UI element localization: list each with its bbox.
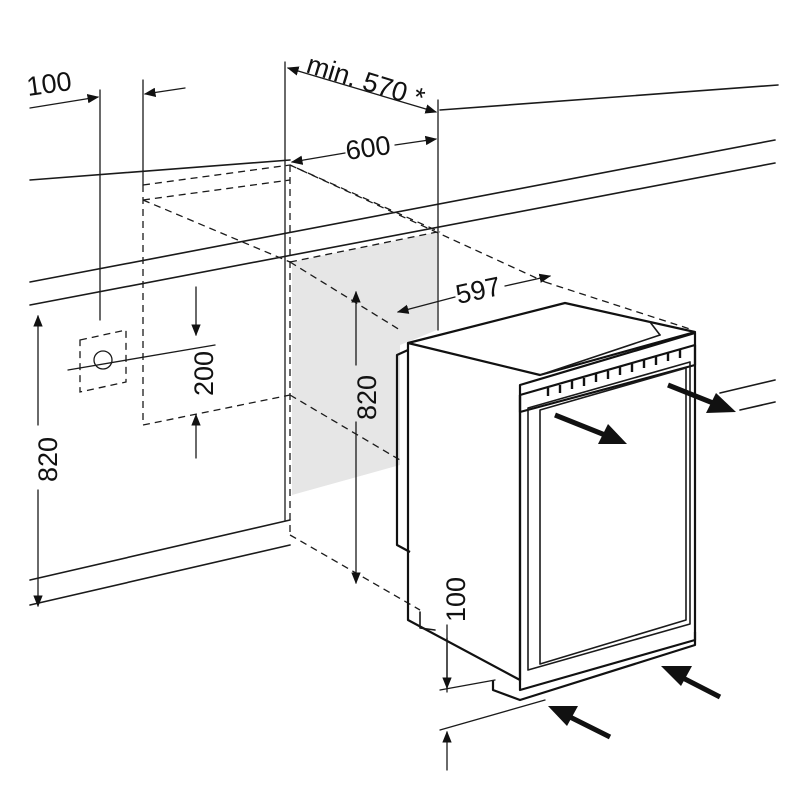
dimension-820-niche: 820 — [351, 290, 382, 585]
power-socket-icon — [93, 350, 113, 370]
dim-label-100-top: 100 — [25, 66, 74, 102]
dim-label-820-niche: 820 — [352, 375, 382, 420]
dimension-100-top: 100 — [25, 66, 186, 321]
dimension-100-plinth: 100 — [439, 577, 546, 771]
niche-recess — [292, 232, 437, 495]
airflow-arrow-icon — [667, 382, 736, 413]
dimension-820-total: 820 — [33, 314, 63, 608]
airflow-arrows — [548, 382, 736, 740]
airflow-arrow-icon — [548, 706, 612, 740]
airflow-arrow-icon — [661, 666, 722, 700]
dim-label-597: 597 — [453, 271, 503, 310]
dimension-600: 600 — [290, 130, 438, 166]
appliance — [395, 301, 697, 702]
dim-label-600: 600 — [344, 130, 393, 166]
dim-label-200: 200 — [189, 351, 219, 396]
dimension-200: 200 — [189, 286, 219, 459]
airflow-arrow-icon — [554, 412, 627, 444]
dim-label-820-total: 820 — [33, 437, 63, 482]
dim-label-min-570: min. 570 * — [303, 49, 428, 113]
vent-slots — [546, 350, 682, 396]
socket-group — [67, 329, 216, 393]
dim-label-100-plinth: 100 — [441, 577, 471, 622]
worktop-lines — [29, 84, 779, 606]
